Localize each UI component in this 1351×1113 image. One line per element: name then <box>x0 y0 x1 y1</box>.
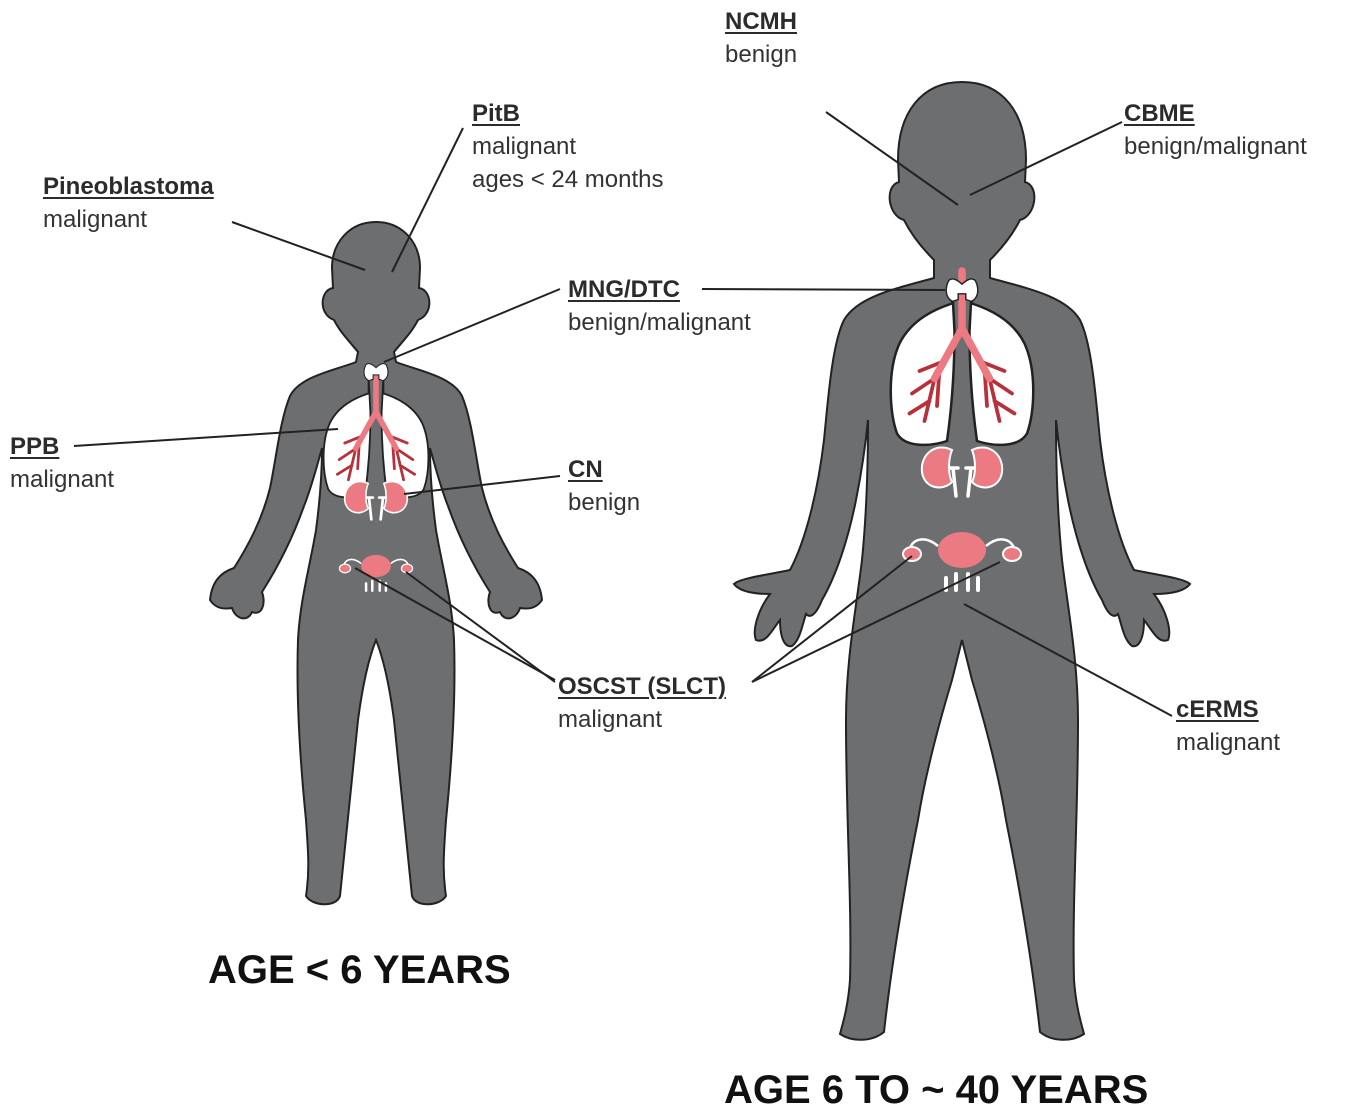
label-mng-dtc: MNG/DTC benign/malignant <box>568 273 751 339</box>
mng-dtc-title: MNG/DTC <box>568 273 751 306</box>
child-age-caption: AGE < 6 YEARS <box>208 948 511 993</box>
pitb-desc-2: ages < 24 months <box>472 163 663 196</box>
cbme-title: CBME <box>1124 97 1307 130</box>
child-figure <box>210 222 542 904</box>
label-ppb: PPB malignant <box>10 430 114 496</box>
label-cn: CN benign <box>568 453 640 519</box>
label-ncmh: NCMH benign <box>725 5 797 71</box>
oscst-desc: malignant <box>558 703 726 736</box>
cbme-desc: benign/malignant <box>1124 130 1307 163</box>
cerms-title: cERMS <box>1176 693 1280 726</box>
adult-age-caption: AGE 6 TO ~ 40 YEARS <box>724 1068 1148 1113</box>
label-cbme: CBME benign/malignant <box>1124 97 1307 163</box>
ncmh-title: NCMH <box>725 5 797 38</box>
cerms-desc: malignant <box>1176 726 1280 759</box>
label-pineoblastoma: Pineoblastoma malignant <box>43 170 214 236</box>
pineoblastoma-desc: malignant <box>43 203 214 236</box>
leader-pitb <box>392 128 463 272</box>
label-pitb: PitB malignant ages < 24 months <box>472 97 663 196</box>
ppb-desc: malignant <box>10 463 114 496</box>
cn-title: CN <box>568 453 640 486</box>
label-cerms: cERMS malignant <box>1176 693 1280 759</box>
adult-figure <box>734 82 1190 1040</box>
label-oscst: OSCST (SLCT) malignant <box>558 670 726 736</box>
oscst-title: OSCST (SLCT) <box>558 670 726 703</box>
pitb-desc-1: malignant <box>472 130 663 163</box>
ppb-title: PPB <box>10 430 114 463</box>
pitb-title: PitB <box>472 97 663 130</box>
cn-desc: benign <box>568 486 640 519</box>
pineoblastoma-title: Pineoblastoma <box>43 170 214 203</box>
mng-dtc-desc: benign/malignant <box>568 306 751 339</box>
ncmh-desc: benign <box>725 38 797 71</box>
